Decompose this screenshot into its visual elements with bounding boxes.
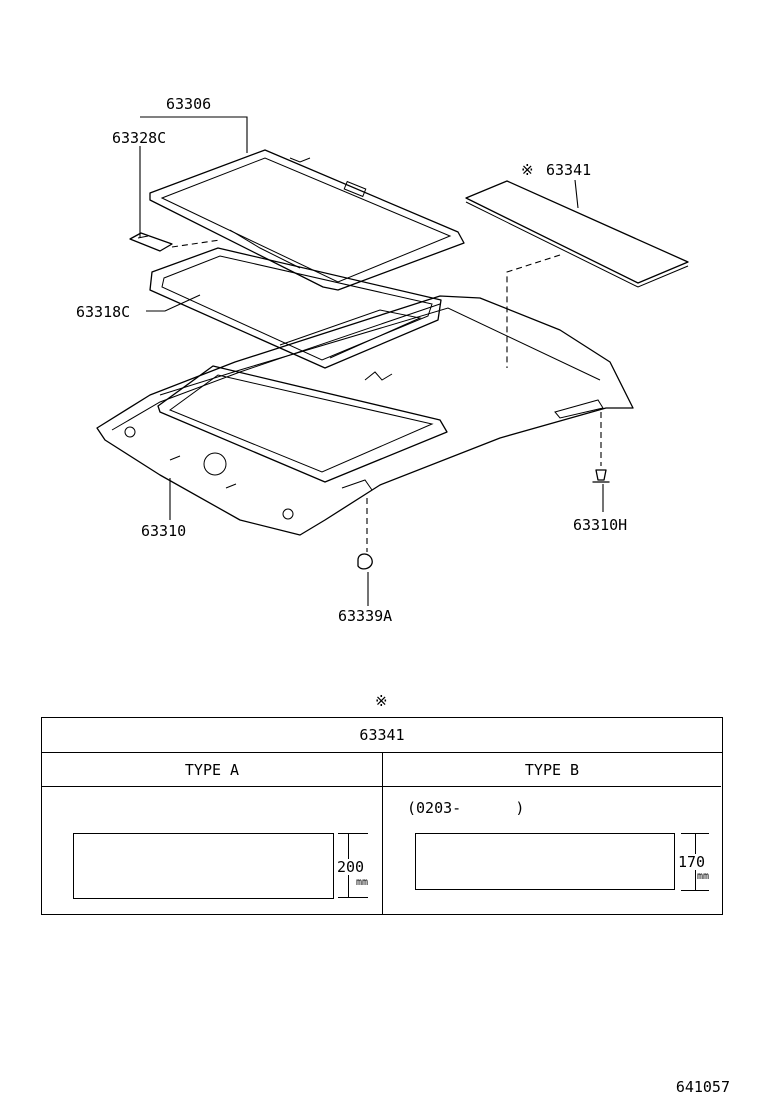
type-a-dim-top (338, 833, 368, 834)
clip-63310H (592, 412, 610, 483)
type-b-pad-outline (415, 833, 675, 890)
roof-pad (465, 180, 689, 288)
label-63339A: 63339A (338, 607, 392, 625)
exploded-diagram: 63306 63328C 63318C 63310 63310H 63339A … (76, 95, 689, 625)
type-b-cell: (0203- ) 170 mm (383, 787, 721, 914)
label-63328C: 63328C (112, 129, 166, 147)
type-b-dim-bottom (681, 890, 709, 891)
clip-63339A (357, 498, 373, 570)
figure-number: 641057 (675, 1078, 730, 1096)
label-pad-mark: ※ (521, 161, 534, 179)
type-a-cell: 200 mm (42, 787, 383, 914)
label-63318C: 63318C (76, 303, 130, 321)
leader-63318C (146, 294, 201, 312)
table-mark: ※ (375, 692, 388, 710)
type-a-dimension: 200 (337, 858, 365, 876)
label-63306: 63306 (166, 95, 211, 113)
type-a-unit: mm (356, 877, 369, 888)
type-b-date-range: (0203- ) (407, 799, 525, 817)
type-a-dim-bottom (338, 897, 368, 898)
sunroof-panel (149, 149, 465, 291)
bracket-part (129, 232, 173, 252)
label-63341: 63341 (546, 161, 591, 179)
roof-headlining (96, 295, 634, 536)
type-a-heading: TYPE A (42, 753, 383, 787)
leader-63306 (140, 116, 248, 153)
type-a-pad-outline (73, 833, 334, 899)
type-b-heading: TYPE B (383, 753, 721, 787)
label-63310H: 63310H (573, 516, 627, 534)
pad-type-table: 63341 TYPE A TYPE B 200 mm (0203- ) 170 … (41, 717, 723, 915)
weatherstrip-frame (149, 247, 442, 369)
type-b-dimension: 170 (678, 853, 706, 871)
type-b-unit: mm (697, 871, 710, 882)
label-63310: 63310 (141, 522, 186, 540)
table-title: 63341 (42, 718, 722, 753)
leader-63341 (574, 179, 579, 209)
